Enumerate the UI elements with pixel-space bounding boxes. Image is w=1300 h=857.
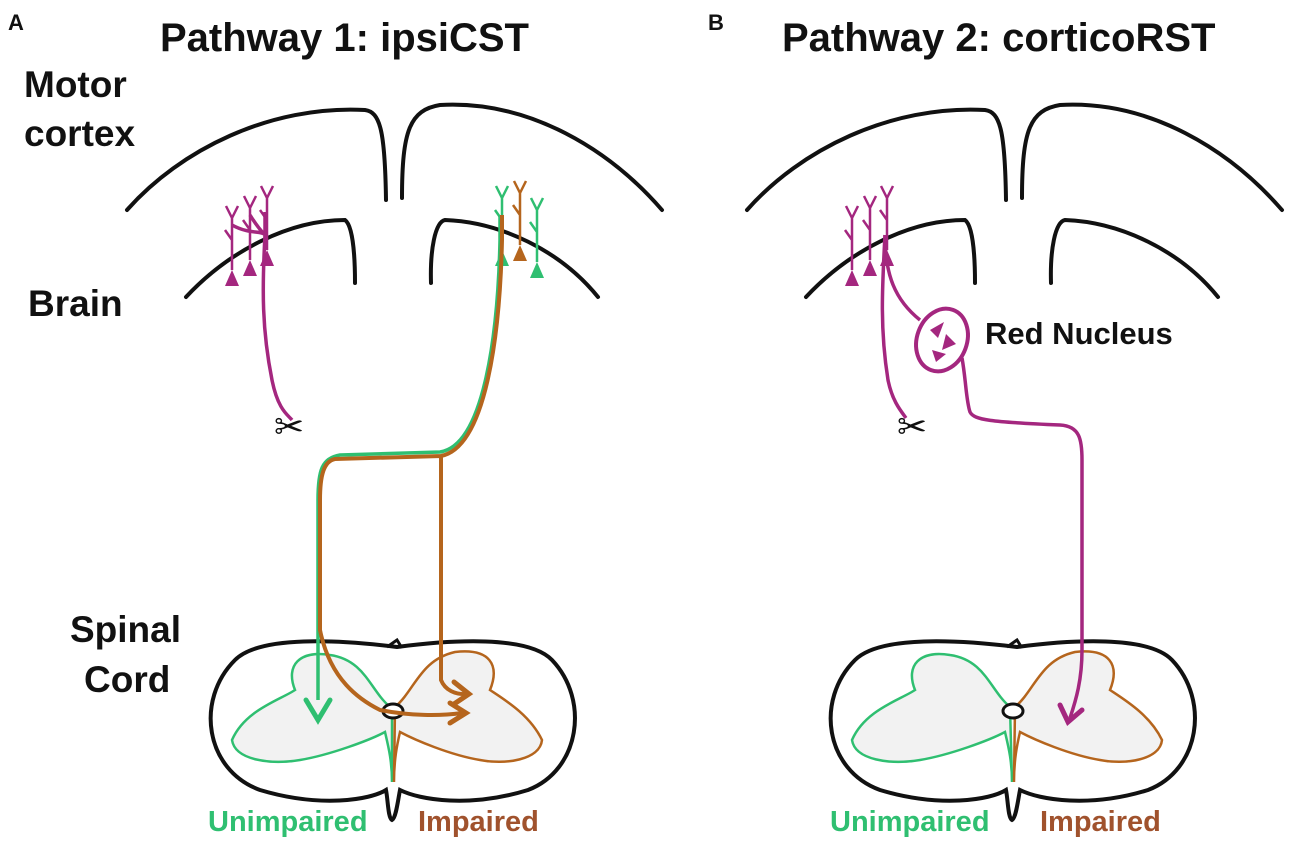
magenta-arrowhead-b [1057,702,1085,727]
spinal-cord-outline-b [828,639,1197,823]
magenta-tract-b-to-rn [883,234,922,322]
label-motor: Motor [24,64,127,105]
magenta-tract-b-rst [960,357,1084,719]
grey-matter-right-a [392,650,544,783]
cord-notch-b [1006,637,1024,649]
brain-right-a [428,217,600,299]
panel-b-title: Pathway 2: corticoRST [782,16,1216,60]
magenta-tract-a [231,212,294,422]
label-unimpaired-a: Unimpaired [208,806,368,838]
cortex-right-hemisphere-a [400,102,664,212]
cortex-left-hemisphere-b [745,107,1008,212]
cortex-right-hemisphere-b [1020,102,1284,212]
red-nucleus-neurons [930,322,956,362]
label-impaired-b: Impaired [1040,806,1161,838]
cord-notch-a [386,637,404,649]
panel-a-title: Pathway 1: ipsiCST [160,16,529,60]
brain-left-a [184,217,357,299]
brown-arrowhead-a2 [451,679,474,707]
brown-tract-a [318,215,504,717]
label-impaired-a: Impaired [418,806,539,838]
panel-letter-a: A [8,10,24,35]
grey-matter-left-a [230,652,394,783]
brain-left-b [804,217,977,299]
brain-right-b [1048,217,1220,299]
red-nucleus-ellipse [914,306,970,374]
label-spinal: Spinal [70,609,182,650]
label-red-nucleus: Red Nucleus [985,316,1173,351]
magenta-tract-b-cut [880,234,908,420]
panel-b-anatomy [745,102,1284,823]
label-unimpaired-b: Unimpaired [830,806,990,838]
cortex-left-hemisphere-a [125,107,388,212]
brown-arrowhead-a1 [447,700,471,726]
green-tract-a [316,215,502,700]
label-cord: Cord [84,659,171,700]
grey-matter-left-b [850,652,1014,783]
label-cortex: cortex [24,113,136,154]
spinal-cord-outline-a [208,639,577,823]
panel-letter-b: B [708,10,724,35]
central-canal-b [1001,702,1025,720]
green-arrowhead-a [303,697,333,725]
scissors-icon: ✂ [274,407,304,448]
grey-matter-right-b [1012,650,1164,783]
scissors-icon: ✂ [897,407,927,448]
panel-a-anatomy [125,102,664,823]
label-brain: Brain [28,283,123,324]
